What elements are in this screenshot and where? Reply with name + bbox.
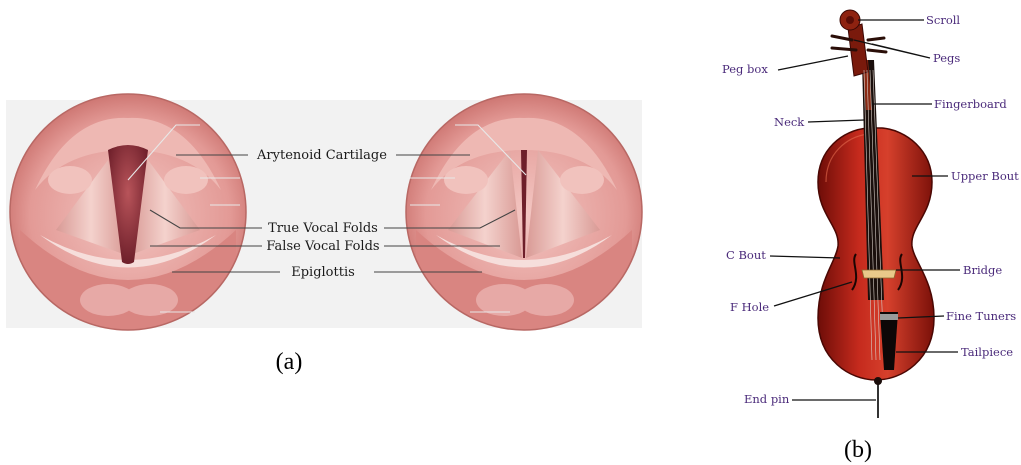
peg-box-label: Peg box (722, 62, 768, 76)
true-vocal-folds-label: True Vocal Folds (268, 221, 378, 236)
end-pin-label: End pin (744, 392, 790, 406)
tailpiece-label: Tailpiece (961, 345, 1013, 359)
bridge-label: Bridge (963, 263, 1002, 277)
arytenoid-cartilage-label: Arytenoid Cartilage (256, 148, 387, 163)
panel-b: Scroll Pegs Peg box Fingerboard Neck Upp… (722, 10, 1019, 463)
fine-tuners-label: Fine Tuners (946, 309, 1016, 323)
panel-a-caption: (a) (276, 349, 303, 375)
neck-label: Neck (774, 115, 805, 129)
scroll-label: Scroll (926, 13, 960, 27)
false-vocal-folds-label: False Vocal Folds (266, 239, 379, 254)
c-bout-label: C Bout (726, 248, 766, 262)
pegs-label: Pegs (933, 51, 960, 65)
f-hole-label: F Hole (730, 300, 769, 314)
cello-illustration (818, 10, 934, 418)
panel-a: Arytenoid Cartilage True Vocal Folds Fal… (0, 90, 656, 375)
panel-b-caption: (b) (844, 437, 872, 463)
upper-bout-label: Upper Bout (951, 169, 1019, 183)
fingerboard-label: Fingerboard (934, 97, 1007, 111)
epiglottis-label: Epiglottis (291, 265, 355, 280)
